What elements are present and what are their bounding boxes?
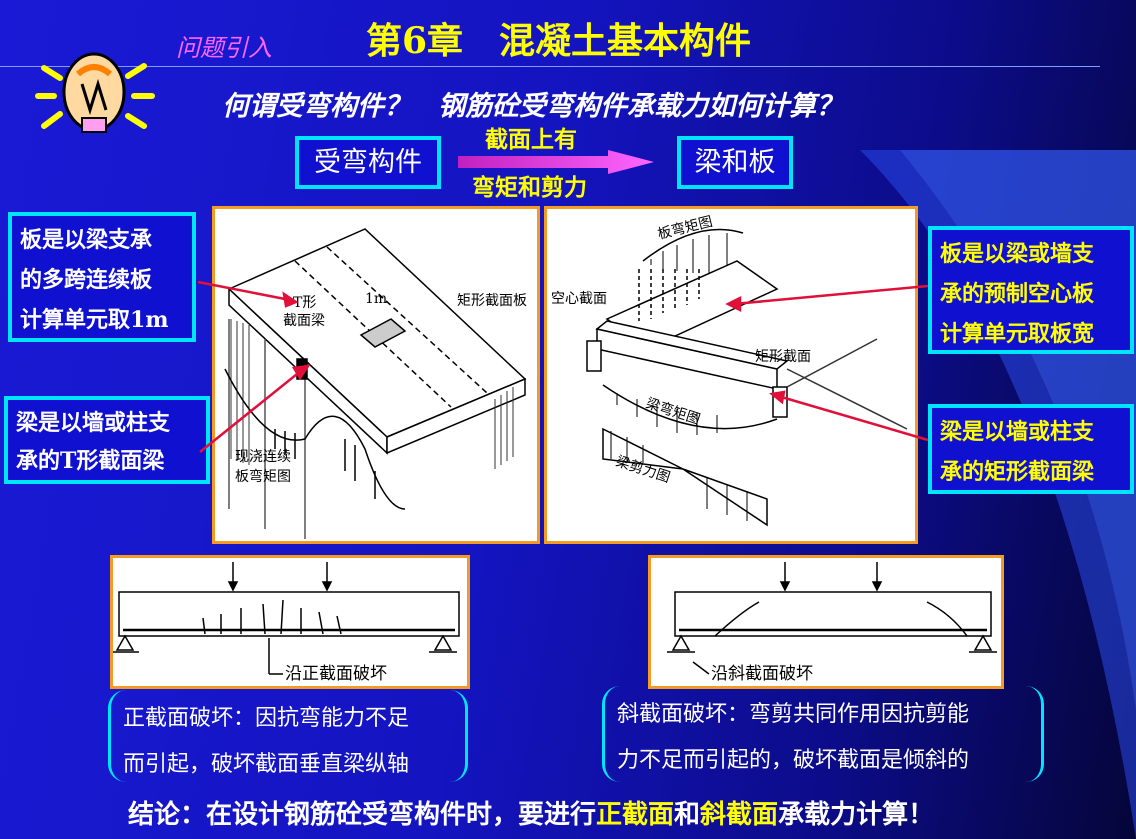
- label-hollow: 空心截面: [551, 291, 607, 307]
- normal-failure-caption: 沿正截面破坏: [285, 664, 387, 684]
- callout-line: 板是以梁支承: [20, 227, 153, 253]
- flow-arrow: [458, 150, 654, 174]
- description-line: 力不足而引起的，破坏截面是倾斜的: [617, 748, 970, 773]
- callout-line: 承的矩形截面梁: [940, 459, 1095, 485]
- beam-slab-label: 梁和板: [694, 147, 776, 178]
- oblique-failure-drawing: 沿斜截面破坏: [667, 562, 997, 684]
- label-1m: 1m: [365, 291, 387, 307]
- continuous-slab-drawing: 1m T形 截面梁 矩形截面板 现浇连续 板弯矩图: [224, 228, 527, 539]
- label-t-beam-1: T形: [293, 295, 316, 311]
- callout-line: 计算单元取1m: [20, 307, 169, 333]
- chapter-title: 第6章 混凝土基本构件: [366, 20, 752, 62]
- label-rect: 矩形截面: [755, 349, 811, 365]
- conclusion: 结论：在设计钢筋砼受弯构件时，要进行正截面和斜截面承载力计算！: [128, 794, 934, 831]
- hollow-slab-diagram: 板弯矩图 空心截面 矩形截面 梁弯矩图 梁剪力图: [544, 206, 918, 544]
- callout-slab-continuous: 板是以梁支承 的多跨连续板 计算单元取1m: [8, 212, 196, 342]
- label-rect-slab: 矩形截面板: [457, 293, 527, 309]
- header-rule: [0, 66, 1100, 67]
- label-t-beam-2: 截面梁: [283, 313, 325, 329]
- callout-line: 梁是以墙或柱支: [16, 410, 171, 436]
- oblique-failure-description: 斜截面破坏：弯剪共同作用因抗剪能 力不足而引起的，破坏截面是倾斜的: [602, 686, 1044, 782]
- callout-line: 梁是以墙或柱支: [940, 419, 1095, 445]
- callout-rect-beam: 梁是以墙或柱支 承的矩形截面梁: [928, 404, 1134, 494]
- description-line: 斜截面破坏：弯剪共同作用因抗剪能: [617, 702, 970, 727]
- section-label: 问题引入: [176, 34, 272, 62]
- label-moment-1: 现浇连续: [235, 448, 291, 465]
- conclusion-term-oblique: 斜截面: [700, 800, 779, 830]
- arrow-bottom-text: 弯矩和剪力: [472, 174, 587, 201]
- conclusion-mid: 和: [674, 800, 701, 830]
- callout-line: 计算单元取板宽: [940, 321, 1095, 347]
- lightbulb-icon: [35, 52, 155, 133]
- continuous-slab-diagram: 1m T形 截面梁 矩形截面板 现浇连续 板弯矩图: [212, 206, 540, 544]
- normal-section-failure-diagram: 沿正截面破坏: [110, 555, 470, 689]
- beam-slab-box: 梁和板: [677, 136, 793, 189]
- conclusion-suffix: 承载力计算！: [778, 800, 935, 830]
- hollow-slab-drawing: 板弯矩图 空心截面 矩形截面 梁弯矩图 梁剪力图: [551, 213, 908, 527]
- description-line: 正截面破坏：因抗弯能力不足: [123, 706, 410, 731]
- callout-line: 的多跨连续板: [20, 267, 153, 293]
- normal-failure-description: 正截面破坏：因抗弯能力不足 而引起，破坏截面垂直梁纵轴: [108, 690, 468, 782]
- label-moment-2: 板弯矩图: [235, 468, 291, 485]
- conclusion-prefix: 结论：在设计钢筋砼受弯构件时，要进行: [128, 800, 597, 830]
- oblique-failure-caption: 沿斜截面破坏: [711, 664, 813, 684]
- question-text: 何谓受弯构件？ 钢筋砼受弯构件承载力如何计算？: [222, 91, 843, 122]
- flexural-member-box: 受弯构件: [295, 136, 441, 189]
- flexural-member-label: 受弯构件: [314, 147, 422, 178]
- callout-t-beam: 梁是以墙或柱支 承的T形截面梁: [4, 396, 210, 484]
- callout-line: 板是以梁或墙支: [940, 241, 1095, 267]
- callout-line: 承的T形截面梁: [16, 448, 165, 474]
- conclusion-term-normal: 正截面: [596, 800, 675, 830]
- description-line: 而引起，破坏截面垂直梁纵轴: [123, 752, 410, 777]
- callout-hollow-slab: 板是以梁或墙支 承的预制空心板 计算单元取板宽: [928, 226, 1134, 354]
- normal-failure-drawing: 沿正截面破坏: [113, 562, 460, 684]
- oblique-section-failure-diagram: 沿斜截面破坏: [648, 555, 1004, 689]
- callout-line: 承的预制空心板: [940, 281, 1095, 307]
- arrow-top-text: 截面上有: [485, 126, 577, 153]
